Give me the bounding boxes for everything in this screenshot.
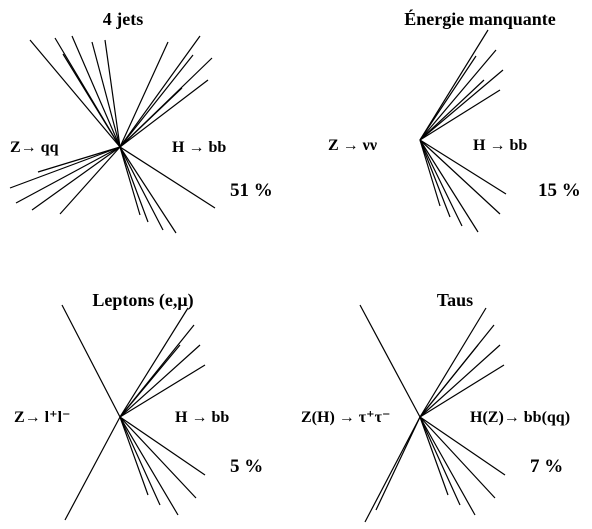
jets-down-right: [419, 139, 507, 233]
tau-tracks: [359, 304, 421, 523]
percentage: 5 %: [230, 456, 263, 477]
panel-title: Taus: [437, 290, 473, 310]
jets-up-right: [419, 29, 504, 141]
right-decay-label: H → bb: [175, 409, 229, 426]
jets-up-right: [119, 35, 213, 148]
jets-down-right: [119, 146, 216, 234]
percentage: 15 %: [538, 180, 581, 201]
jets-down-right: [419, 416, 506, 516]
jets-down-right: [119, 416, 206, 516]
panel-leptons: Leptons (e,μ) Z→ l⁺l⁻ H → bb 5 %: [14, 290, 263, 521]
left-decay-label: Z → νν: [328, 137, 377, 154]
percentage: 51 %: [230, 180, 273, 201]
right-decay-label: H → bb: [172, 139, 226, 156]
right-decay-label: H → bb: [473, 137, 527, 154]
left-decay-label: Z→ l⁺l⁻: [14, 409, 70, 426]
panel-title: Leptons (e,μ): [92, 290, 193, 311]
panel-energie-manquante: Énergie manquante Z → νν H → bb 15 %: [328, 8, 581, 233]
panel-title: Énergie manquante: [404, 8, 556, 29]
lepton-tracks: [61, 304, 121, 521]
right-decay-label: H(Z)→ bb(qq): [470, 409, 570, 426]
left-decay-label: Z(H) → τ⁺τ⁻: [301, 409, 390, 426]
jets-down-left: [9, 146, 121, 215]
percentage: 7 %: [530, 456, 563, 477]
jets-up-left: [29, 35, 121, 148]
left-decay-label: Z→ qq: [10, 139, 59, 156]
jets-up-right: [119, 307, 206, 418]
panel-taus: Taus Z(H) → τ⁺τ⁻ H(Z)→ bb(qq) 7 %: [301, 290, 570, 523]
panel-title: 4 jets: [103, 9, 143, 29]
panel-4-jets: 4 jets: [9, 9, 273, 234]
jets-up-right: [419, 307, 505, 418]
